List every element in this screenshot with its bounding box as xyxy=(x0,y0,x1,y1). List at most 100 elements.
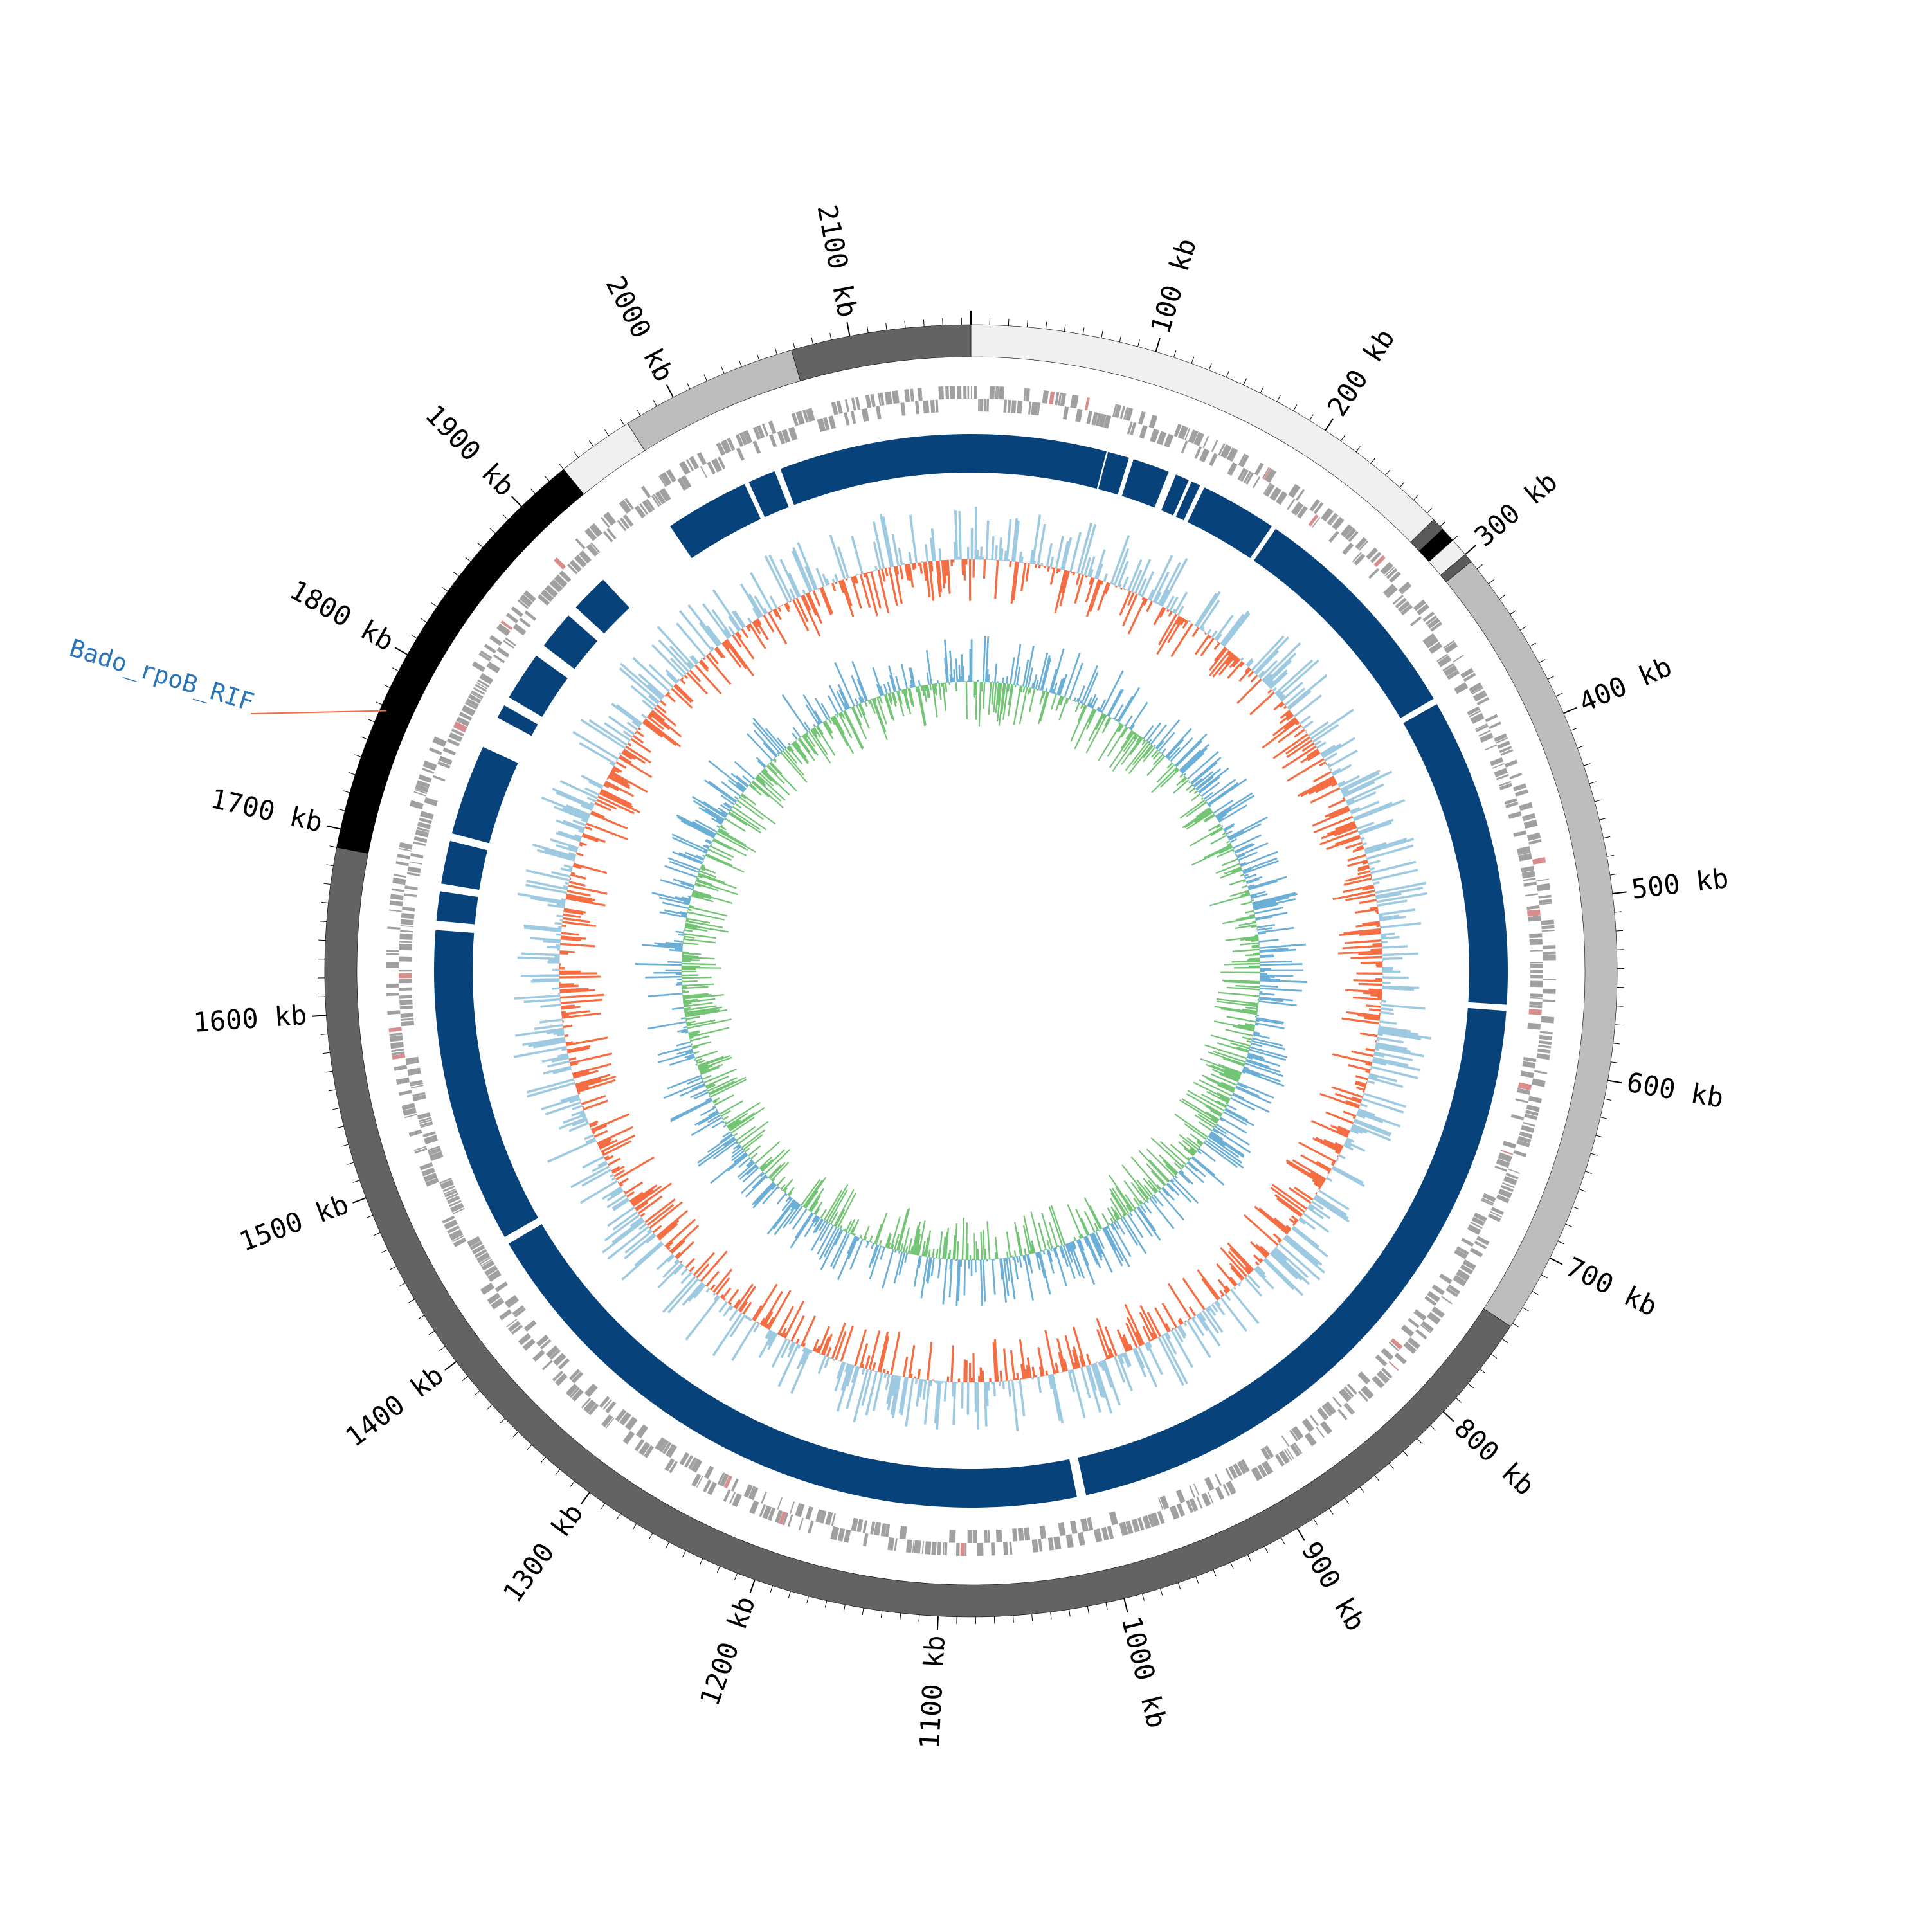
tick-label: 1800 kb xyxy=(285,574,399,657)
minor-tick xyxy=(320,921,327,922)
gene-feature xyxy=(1149,415,1158,429)
gene-feature xyxy=(1410,617,1422,626)
gene-feature xyxy=(1181,440,1188,453)
minor-tick xyxy=(545,476,549,481)
gene-feature xyxy=(636,1424,648,1438)
minor-tick xyxy=(1599,818,1606,820)
minor-tick xyxy=(683,1551,686,1557)
minor-tick xyxy=(1579,1189,1586,1192)
gene-feature xyxy=(1538,895,1551,899)
gene-feature xyxy=(936,400,939,413)
minor-tick xyxy=(411,635,417,638)
gene-feature xyxy=(584,1384,598,1397)
minor-tick xyxy=(570,1481,575,1487)
gene-feature xyxy=(799,1517,804,1530)
major-tick xyxy=(395,647,407,655)
gene-feature xyxy=(1415,1329,1427,1339)
alignment-block xyxy=(971,434,1107,489)
gene-feature xyxy=(828,415,836,429)
tick-label: 1500 kb xyxy=(235,1188,353,1258)
minor-tick xyxy=(1386,470,1390,475)
gene-feature xyxy=(397,854,410,860)
minor-tick xyxy=(1360,1487,1364,1493)
minor-tick xyxy=(1480,1369,1486,1373)
gene-feature xyxy=(429,747,442,755)
gene-feature xyxy=(825,1512,833,1525)
minor-tick xyxy=(530,489,535,494)
gene-feature xyxy=(1488,1213,1501,1222)
major-tick xyxy=(1298,1528,1305,1540)
minor-tick xyxy=(1265,1546,1268,1553)
gene-feature xyxy=(1508,811,1522,819)
gene-feature xyxy=(400,1006,413,1009)
gene-feature xyxy=(830,1526,839,1540)
gene-feature xyxy=(870,394,876,408)
gene-feature xyxy=(862,408,869,422)
minor-tick xyxy=(1595,800,1602,802)
gene-feature xyxy=(923,400,929,413)
minor-tick xyxy=(338,809,345,811)
gene-feature xyxy=(963,386,966,399)
minor-tick xyxy=(1371,458,1375,464)
gene-feature xyxy=(790,1501,795,1514)
gene-feature xyxy=(1508,1168,1520,1173)
gene-feature xyxy=(844,412,849,426)
gene-feature xyxy=(410,800,424,809)
minor-tick xyxy=(1427,508,1432,513)
scale-ticks xyxy=(312,311,1626,1630)
minor-tick xyxy=(513,1432,518,1437)
minor-tick xyxy=(844,1605,845,1612)
gene-feature xyxy=(1528,916,1541,921)
gene-feature xyxy=(1441,1296,1453,1305)
gene-feature xyxy=(1532,857,1546,865)
gene-feature xyxy=(386,993,399,996)
gene-feature xyxy=(1522,1061,1535,1068)
alignment-block xyxy=(1078,1008,1506,1495)
minor-tick xyxy=(1584,764,1590,766)
gene-feature xyxy=(388,1027,401,1033)
gene-feature xyxy=(949,1530,955,1542)
gene-feature xyxy=(1529,1001,1542,1005)
minor-tick xyxy=(327,865,334,866)
minor-tick xyxy=(1213,1570,1216,1576)
minor-tick xyxy=(1453,536,1458,540)
gene-feature xyxy=(1529,933,1542,938)
minor-tick xyxy=(1161,1589,1163,1596)
gene-feature xyxy=(974,386,977,399)
gene-feature xyxy=(499,1309,512,1320)
minor-tick xyxy=(1613,1043,1620,1044)
minor-tick xyxy=(1541,1275,1548,1278)
gene-feature xyxy=(394,874,406,878)
minor-tick xyxy=(329,1090,336,1091)
gene-feature xyxy=(399,934,413,940)
minor-tick xyxy=(1064,325,1065,332)
alignment-block xyxy=(544,615,597,669)
gene-feature xyxy=(704,1466,714,1479)
gene-feature xyxy=(1540,1031,1553,1034)
minor-tick xyxy=(1389,1463,1393,1468)
gene-feature xyxy=(1202,436,1209,448)
gene-feature xyxy=(1209,453,1218,467)
gene-feature xyxy=(885,392,892,405)
gene-feature xyxy=(395,861,408,866)
gene-feature xyxy=(1525,893,1538,896)
major-tick xyxy=(847,322,849,336)
minor-tick xyxy=(1417,1438,1422,1443)
gene-feature xyxy=(1513,831,1526,837)
gene-feature xyxy=(956,1543,960,1556)
minor-tick xyxy=(1106,1603,1107,1610)
gene-feature xyxy=(524,1320,537,1332)
minor-tick xyxy=(487,1405,492,1409)
minor-tick xyxy=(1244,379,1247,385)
gene-feature xyxy=(511,606,523,617)
gene-feature xyxy=(1253,476,1260,489)
minor-tick xyxy=(717,1566,720,1573)
gene-feature xyxy=(922,1541,924,1554)
minor-tick xyxy=(1293,405,1296,411)
minor-tick xyxy=(1607,855,1614,856)
gene-feature xyxy=(1539,1035,1553,1040)
gene-feature xyxy=(1527,1023,1541,1030)
gene-feature xyxy=(1368,568,1379,579)
gene-feature xyxy=(984,1530,988,1543)
